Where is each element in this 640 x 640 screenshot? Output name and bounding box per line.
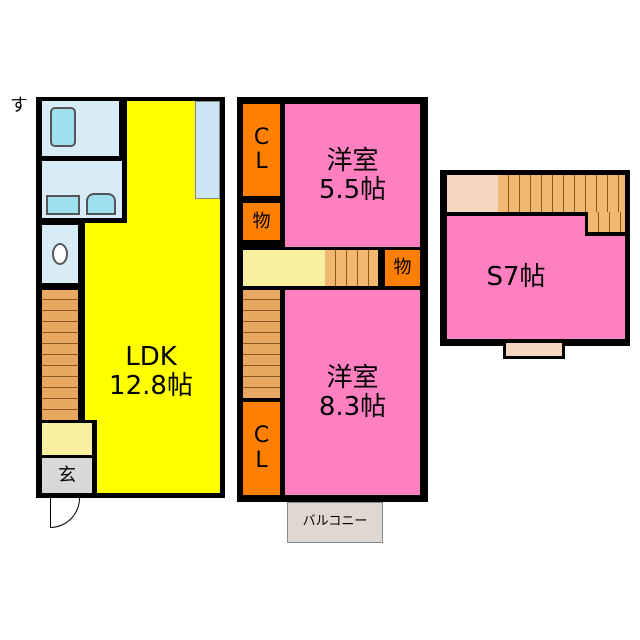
- loft-staircase: [498, 175, 625, 212]
- bathtub-icon: [50, 107, 76, 147]
- room1-size: 5.5帖: [318, 174, 387, 205]
- toilet: [42, 225, 78, 283]
- upper-hall: [243, 250, 325, 286]
- kitchen-counter: [195, 101, 220, 199]
- loft-landing: [447, 175, 498, 212]
- storage-room-label: S7帖: [486, 262, 546, 293]
- entrance-door[interactable]: [50, 498, 80, 528]
- storage-right: 物: [385, 250, 420, 286]
- hallway: [42, 423, 92, 455]
- staircase-down: [243, 290, 280, 398]
- loft-window: [503, 343, 565, 359]
- ldk-name: LDK: [125, 342, 177, 373]
- ldk-size: 12.8帖: [109, 371, 193, 401]
- washroom: [42, 161, 122, 218]
- washer-icon: [46, 195, 80, 215]
- toilet-icon: [52, 243, 68, 265]
- room1-name: 洋室: [326, 145, 379, 176]
- balcony-label: バルコニー: [302, 514, 368, 530]
- storage-left-label: 物: [252, 210, 271, 232]
- bathroom: [42, 101, 119, 156]
- ldk-area-lower: [85, 223, 145, 420]
- closet-top-label: C L: [253, 124, 270, 174]
- floor-3: S7帖: [440, 170, 630, 346]
- sink-icon: [86, 193, 116, 215]
- balcony: バルコニー: [287, 502, 383, 543]
- closet-bottom: C L: [243, 402, 280, 495]
- closet-bottom-label: C L: [253, 423, 270, 473]
- room2-name: 洋室: [326, 362, 379, 393]
- ldk-area-entry: [97, 417, 147, 493]
- entrance: 玄: [42, 458, 92, 493]
- storage-left: 物: [243, 203, 280, 240]
- storage-right-label: 物: [393, 257, 412, 279]
- staircase-up: [325, 250, 378, 286]
- loft-staircase-turn: [588, 212, 625, 232]
- entrance-label: 玄: [58, 464, 76, 486]
- staircase: [42, 290, 78, 420]
- storage-room-right: [580, 236, 625, 339]
- room2-size: 8.3帖: [318, 391, 387, 422]
- closet-top: C L: [243, 104, 280, 196]
- storage-room: S7帖: [447, 216, 585, 339]
